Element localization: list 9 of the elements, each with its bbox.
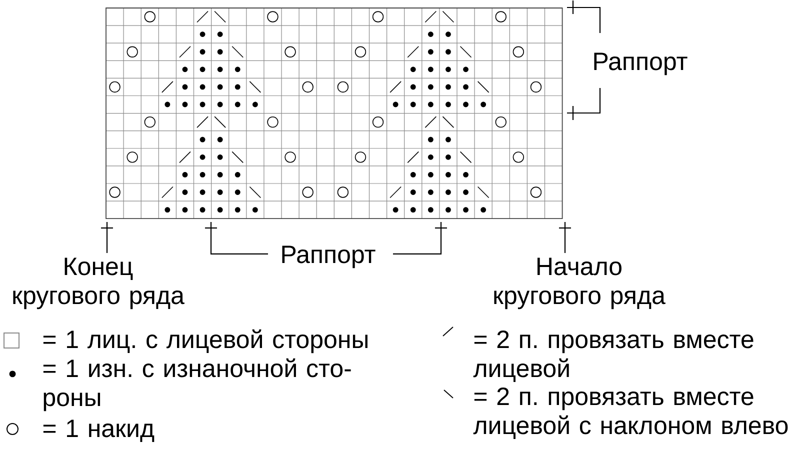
bracket-label: Раппорт: [282, 246, 376, 268]
legend-text: = 1 изн. с изнаночной сто- роны: [43, 358, 351, 412]
legend-text: = 1 лиц. с лицевой стороны: [43, 329, 368, 354]
legend-text: = 1 накид: [43, 420, 154, 442]
bracket-label: Раппорт: [594, 52, 688, 76]
legend-text: = 2 п. провязать вместе лицевой с наклоном влево: [473, 388, 788, 439]
legend-text: = 2 п. провязать вместе лицевой: [473, 330, 754, 382]
note-text: Конец кругового ряда: [13, 258, 184, 310]
note-text: Начало кругового ряда: [494, 258, 666, 310]
